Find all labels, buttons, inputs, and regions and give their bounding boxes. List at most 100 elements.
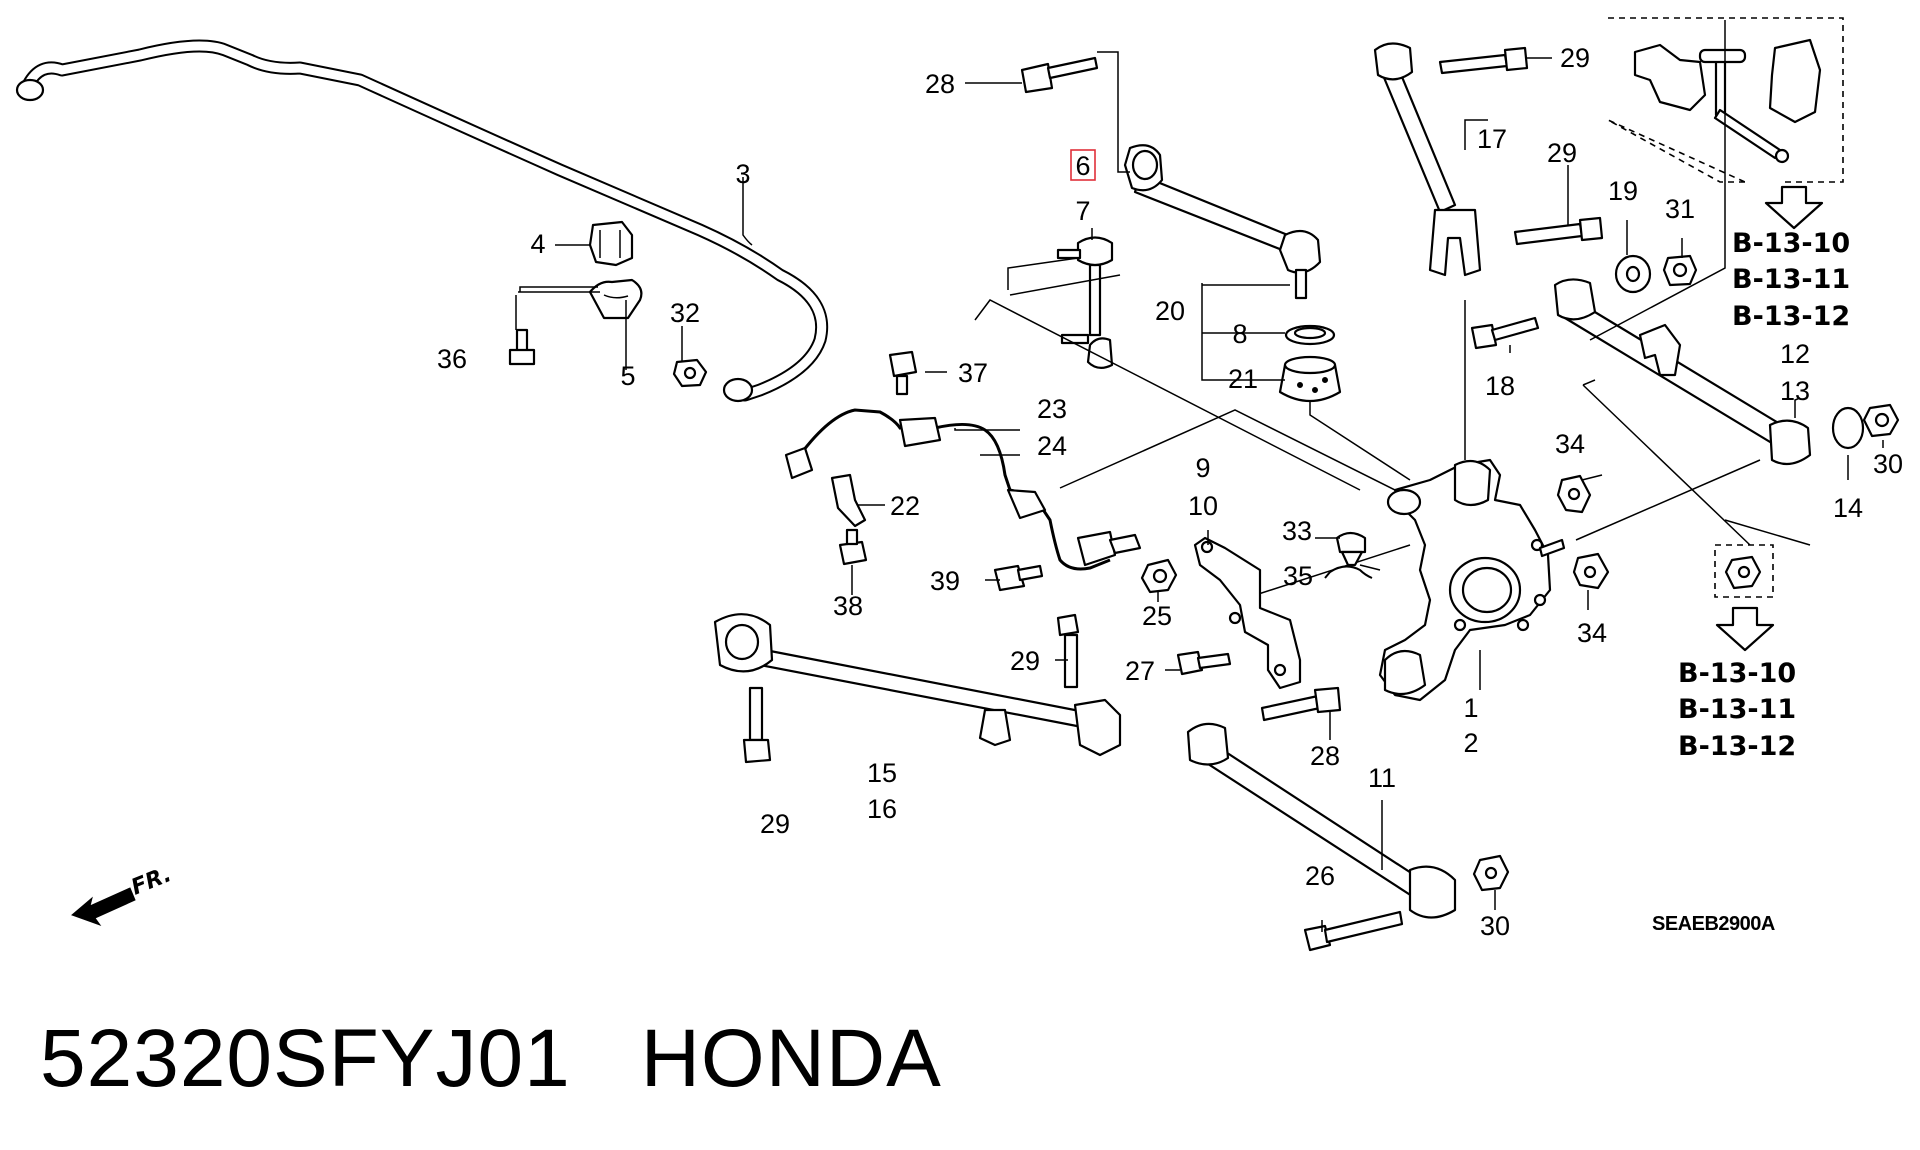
callout-2: 2 xyxy=(1463,728,1478,758)
front-label: FR. xyxy=(128,862,175,900)
self-locking-nut-30-bottom xyxy=(1472,854,1510,892)
guide-lines xyxy=(974,20,1811,601)
callout-16: 16 xyxy=(867,794,897,824)
callout-35: 35 xyxy=(1283,561,1313,591)
callout-9: 9 xyxy=(1195,453,1210,483)
callout-11: 11 xyxy=(1368,763,1396,793)
adjusting-washer-14 xyxy=(1831,406,1865,450)
adjusting-washer-19 xyxy=(1614,254,1652,294)
boot-set-ring xyxy=(1284,324,1336,346)
callout-4: 4 xyxy=(530,229,545,259)
self-locking-nut-31 xyxy=(1662,254,1698,287)
callout-28-bottom: 28 xyxy=(1310,741,1340,771)
flange-bolt-38 xyxy=(838,528,868,566)
callout-34-top: 34 xyxy=(1555,429,1585,459)
self-locking-nut-30-right xyxy=(1862,403,1900,438)
upper-arm xyxy=(1123,144,1322,300)
flange-bolt-28-bottom xyxy=(1260,686,1342,722)
flange-bolt-29-mid xyxy=(1513,216,1604,246)
callout-30-bottom: 30 xyxy=(1480,911,1510,941)
callout-26: 26 xyxy=(1305,861,1335,891)
reference-top-1: B-13-10 xyxy=(1732,228,1850,259)
rear-knuckle xyxy=(1378,458,1566,702)
front-arrow-icon xyxy=(71,887,136,927)
callout-24: 24 xyxy=(1037,431,1067,461)
lower-arm-c xyxy=(1186,722,1457,919)
callout-30-right: 30 xyxy=(1873,449,1903,479)
callout-12: 12 xyxy=(1780,339,1810,369)
inset-detail xyxy=(1607,17,1844,183)
self-locking-nut-34-top xyxy=(1556,474,1592,514)
callout-15: 15 xyxy=(867,758,897,788)
flange-bolt-18 xyxy=(1470,316,1540,350)
callout-17: 17 xyxy=(1477,124,1507,154)
callout-29-left: 29 xyxy=(760,809,790,839)
callout-6: 6 xyxy=(1075,151,1090,181)
reference-bottom-1: B-13-10 xyxy=(1678,658,1796,689)
callout-33: 33 xyxy=(1282,516,1312,546)
callout-31: 31 xyxy=(1665,194,1695,224)
callout-1: 1 xyxy=(1463,693,1478,723)
flange-bolt-36 xyxy=(508,328,536,366)
compensator-arm xyxy=(1373,42,1482,277)
front-indicator: FR. xyxy=(71,862,175,927)
reference-arrow-top xyxy=(1764,185,1824,230)
callout-39: 39 xyxy=(930,566,960,596)
callout-13: 13 xyxy=(1780,376,1810,406)
callout-25: 25 xyxy=(1142,601,1172,631)
callout-29-mid: 29 xyxy=(1547,138,1577,168)
flange-bolt-29-top xyxy=(1438,46,1529,75)
part-number: 52320SFYJ01 xyxy=(40,1013,571,1104)
reference-top-3: B-13-12 xyxy=(1732,301,1850,332)
flange-bolt-27 xyxy=(1176,650,1232,676)
sensor-bracket xyxy=(1193,536,1302,690)
callout-28-top: 28 xyxy=(925,69,955,99)
reference-arrow-bottom xyxy=(1715,606,1775,652)
wheel-speed-sensor xyxy=(784,408,1142,571)
callout-29-middle: 29 xyxy=(1010,646,1040,676)
self-locking-nut-25 xyxy=(1140,558,1178,594)
callout-32: 32 xyxy=(670,298,700,328)
callout-14: 14 xyxy=(1833,493,1863,523)
callout-5: 5 xyxy=(620,361,635,391)
callout-29-top: 29 xyxy=(1560,43,1590,73)
flange-bolt-26 xyxy=(1303,910,1404,952)
diagram-code: SEAEB2900A xyxy=(1652,913,1775,935)
callout-38: 38 xyxy=(833,591,863,621)
callout-7: 7 xyxy=(1075,196,1090,226)
flange-bolt-39 xyxy=(993,564,1044,592)
stabilizer-bar xyxy=(15,39,829,403)
callout-23: 23 xyxy=(1037,394,1067,424)
self-locking-nut-32 xyxy=(672,358,708,388)
flange-bolt-28-top xyxy=(1020,56,1099,94)
flange-bolt-29-middle xyxy=(1056,613,1080,689)
highlight-box xyxy=(1070,149,1096,181)
callout-10: 10 xyxy=(1188,491,1218,521)
flange-bolt-37 xyxy=(888,350,918,396)
reference-labels-top: B-13-10 B-13-11 B-13-12 xyxy=(1732,228,1850,332)
clip-35 xyxy=(1324,565,1373,579)
reference-labels-bottom: B-13-10 B-13-11 B-13-12 xyxy=(1678,658,1796,762)
callout-36: 36 xyxy=(437,344,467,374)
harness-bracket-22 xyxy=(830,473,867,528)
part-number-footer: 52320SFYJ01 HONDA xyxy=(40,1012,1012,1106)
lower-arm-b xyxy=(713,613,1122,757)
callout-20: 20 xyxy=(1155,296,1185,326)
callout-21: 21 xyxy=(1228,364,1258,394)
callout-34-bottom: 34 xyxy=(1577,618,1607,648)
reference-top-2: B-13-11 xyxy=(1732,264,1850,295)
self-locking-nut-34-bottom xyxy=(1572,552,1610,590)
clip-33 xyxy=(1335,531,1367,567)
reference-bottom-2: B-13-11 xyxy=(1678,694,1796,725)
callout-19: 19 xyxy=(1608,176,1638,206)
stabilizer-bushing xyxy=(588,220,634,267)
stabilizer-holder xyxy=(588,278,643,320)
brand-name: HONDA xyxy=(640,1013,942,1104)
inset-nut-detail xyxy=(1714,544,1774,598)
ball-joint-boot xyxy=(1278,355,1342,402)
leader-lines xyxy=(515,51,1884,932)
callout-8: 8 xyxy=(1232,319,1247,349)
callout-22: 22 xyxy=(890,491,920,521)
callout-27: 27 xyxy=(1125,656,1155,686)
